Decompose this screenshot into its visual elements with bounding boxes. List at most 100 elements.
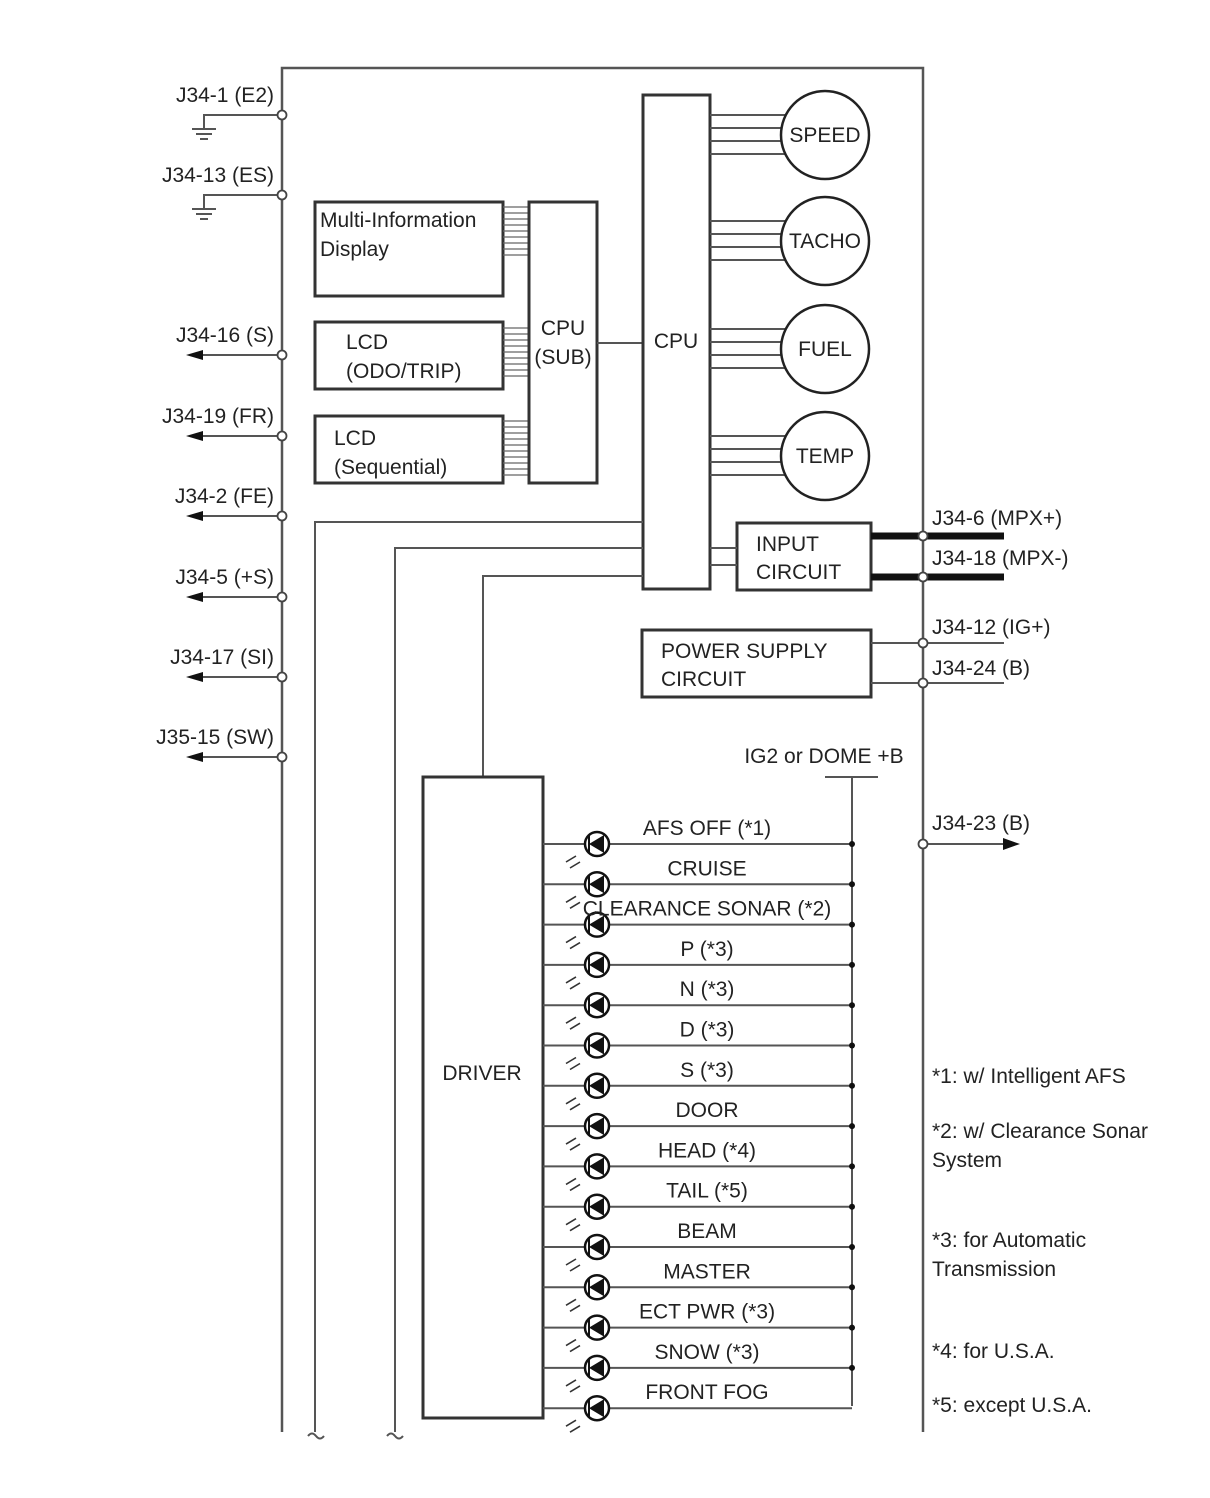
driver-label: DRIVER [442, 1062, 521, 1085]
right-terminal-label: J34-23 (B) [932, 812, 1030, 835]
gauge-speed: SPEED [710, 89, 871, 181]
terminal-j34-23 [917, 838, 929, 850]
right-terminal-label: J34-18 (MPX-) [932, 547, 1069, 570]
junction-dot [849, 1203, 855, 1210]
led-icon [565, 1233, 611, 1272]
left-terminals: J34-1 (E2)J34-13 (ES)J34-16 (S)J34-19 (F… [156, 84, 288, 763]
junction-dot [849, 1042, 855, 1049]
indicator-label: FRONT FOG [645, 1381, 768, 1404]
right-terminal-label: J34-12 (IG+) [932, 616, 1050, 639]
terminal-connector [276, 591, 288, 603]
indicator-label: BEAM [677, 1220, 737, 1243]
supply-label: IG2 or DOME +B [744, 745, 903, 768]
left-terminal-label: J34-5 (+S) [175, 566, 274, 589]
indicator-label: DOOR [676, 1099, 739, 1122]
ground-icon [192, 128, 216, 140]
indicator-label: CLEARANCE SONAR (*2) [583, 898, 832, 921]
cpu-sub-label-2: (SUB) [534, 346, 591, 369]
lcd-odo-label-1: LCD [346, 331, 388, 354]
indicator-row: SNOW (*3) [543, 1341, 855, 1393]
led-icon [565, 1354, 611, 1393]
lcd-odo-box [313, 320, 505, 391]
gauge-circle [779, 195, 871, 287]
indicator-label: SNOW (*3) [655, 1341, 760, 1364]
terminal-j34-6 [917, 530, 929, 542]
left-terminal-label: J34-13 (ES) [162, 164, 274, 187]
left-terminal-label: J34-19 (FR) [162, 405, 274, 428]
lcd-seq-label-1: LCD [334, 427, 376, 450]
left-terminal-label: J34-2 (FE) [175, 485, 274, 508]
lcd-odo-trip: LCD (ODO/TRIP) [313, 320, 505, 391]
led-icon [565, 830, 611, 869]
cpu-to-driver-wire [482, 575, 643, 777]
indicator-label: P (*3) [680, 938, 733, 961]
junction-dot [849, 1163, 855, 1170]
indicator-row: CLEARANCE SONAR (*2) [543, 898, 855, 950]
led-icon [565, 1153, 611, 1192]
left-terminal: J34-13 (ES) [162, 164, 288, 220]
indicator-row: TAIL (*5) [543, 1180, 855, 1232]
internal-wires [307, 521, 643, 1440]
cpu-label: CPU [654, 330, 698, 353]
indicator-row: AFS OFF (*1) [543, 817, 855, 869]
wire-break-mark [307, 1432, 325, 1440]
indicator-label: S (*3) [680, 1059, 734, 1082]
led-icon [565, 1112, 611, 1151]
arrow-left-icon [186, 752, 203, 762]
indicator-label: CRUISE [667, 857, 746, 880]
terminal-j34-24 [917, 677, 929, 689]
gauge-circle [779, 303, 871, 395]
led-icon [565, 871, 611, 909]
ground-icon [192, 208, 216, 220]
footnote: *1: w/ Intelligent AFS [932, 1065, 1126, 1088]
right-terminal-label: J34-6 (MPX+) [932, 507, 1062, 530]
indicator-label: TAIL (*5) [666, 1180, 748, 1203]
left-terminal-label: J34-17 (SI) [170, 646, 274, 669]
footnotes: *1: w/ Intelligent AFS *2: w/ Clearance … [932, 1065, 1148, 1417]
indicator-row: P (*3) [543, 938, 855, 990]
footnote: *5: except U.S.A. [932, 1394, 1092, 1417]
terminal-connector [276, 751, 288, 763]
indicator-label: AFS OFF (*1) [643, 817, 771, 840]
indicator-row: DOOR [543, 1099, 855, 1151]
led-icon [565, 1274, 611, 1312]
right-terminal-label: J34-24 (B) [932, 657, 1030, 680]
left-terminal: J34-16 (S) [176, 324, 288, 361]
terminal-connector [276, 430, 288, 442]
junction-dot [849, 921, 855, 928]
meter-outline [280, 66, 925, 1432]
internal-wire-1 [314, 521, 643, 1432]
indicator-row: MASTER [543, 1260, 855, 1312]
driver: DRIVER [421, 775, 545, 1420]
gauge-circle [779, 89, 871, 181]
ground-wire [203, 114, 282, 129]
mid-label-1: Multi-Information [320, 209, 476, 232]
lcd-seq-label-2: (Sequential) [334, 456, 447, 479]
footnote-cont: System [932, 1149, 1002, 1172]
input-circuit-label-1: INPUT [756, 533, 819, 556]
lcd-odo-label-2: (ODO/TRIP) [346, 360, 462, 383]
junction-dot [849, 1244, 855, 1250]
display-bus-lines [503, 206, 529, 476]
footnote: *4: for U.S.A. [932, 1340, 1055, 1363]
footnote-cont: Transmission [932, 1258, 1056, 1281]
junction-dot [849, 841, 855, 847]
left-terminal-label: J35-15 (SW) [156, 726, 274, 749]
right-terminals: J34-6 (MPX+) J34-18 (MPX-) J34-12 (IG+) … [917, 507, 1069, 850]
meter-frame [280, 66, 925, 1432]
terminal-connector [276, 349, 288, 361]
led-icon [565, 1314, 611, 1353]
led-icon [565, 1072, 611, 1111]
terminal-j34-18 [917, 571, 929, 583]
junction-dot [849, 1364, 855, 1371]
terminal-j34-12 [917, 637, 929, 649]
arrow-left-icon [186, 431, 203, 441]
gauge-label: FUEL [798, 338, 852, 361]
footnote: *2: w/ Clearance Sonar [932, 1120, 1148, 1143]
power-supply-label-2: CIRCUIT [661, 668, 746, 691]
gauge-label: SPEED [789, 124, 860, 147]
indicator-row: N (*3) [543, 978, 855, 1030]
mid-label-2: Display [320, 238, 389, 261]
indicator-label: HEAD (*4) [658, 1139, 756, 1162]
left-terminal-label: J34-16 (S) [176, 324, 274, 347]
